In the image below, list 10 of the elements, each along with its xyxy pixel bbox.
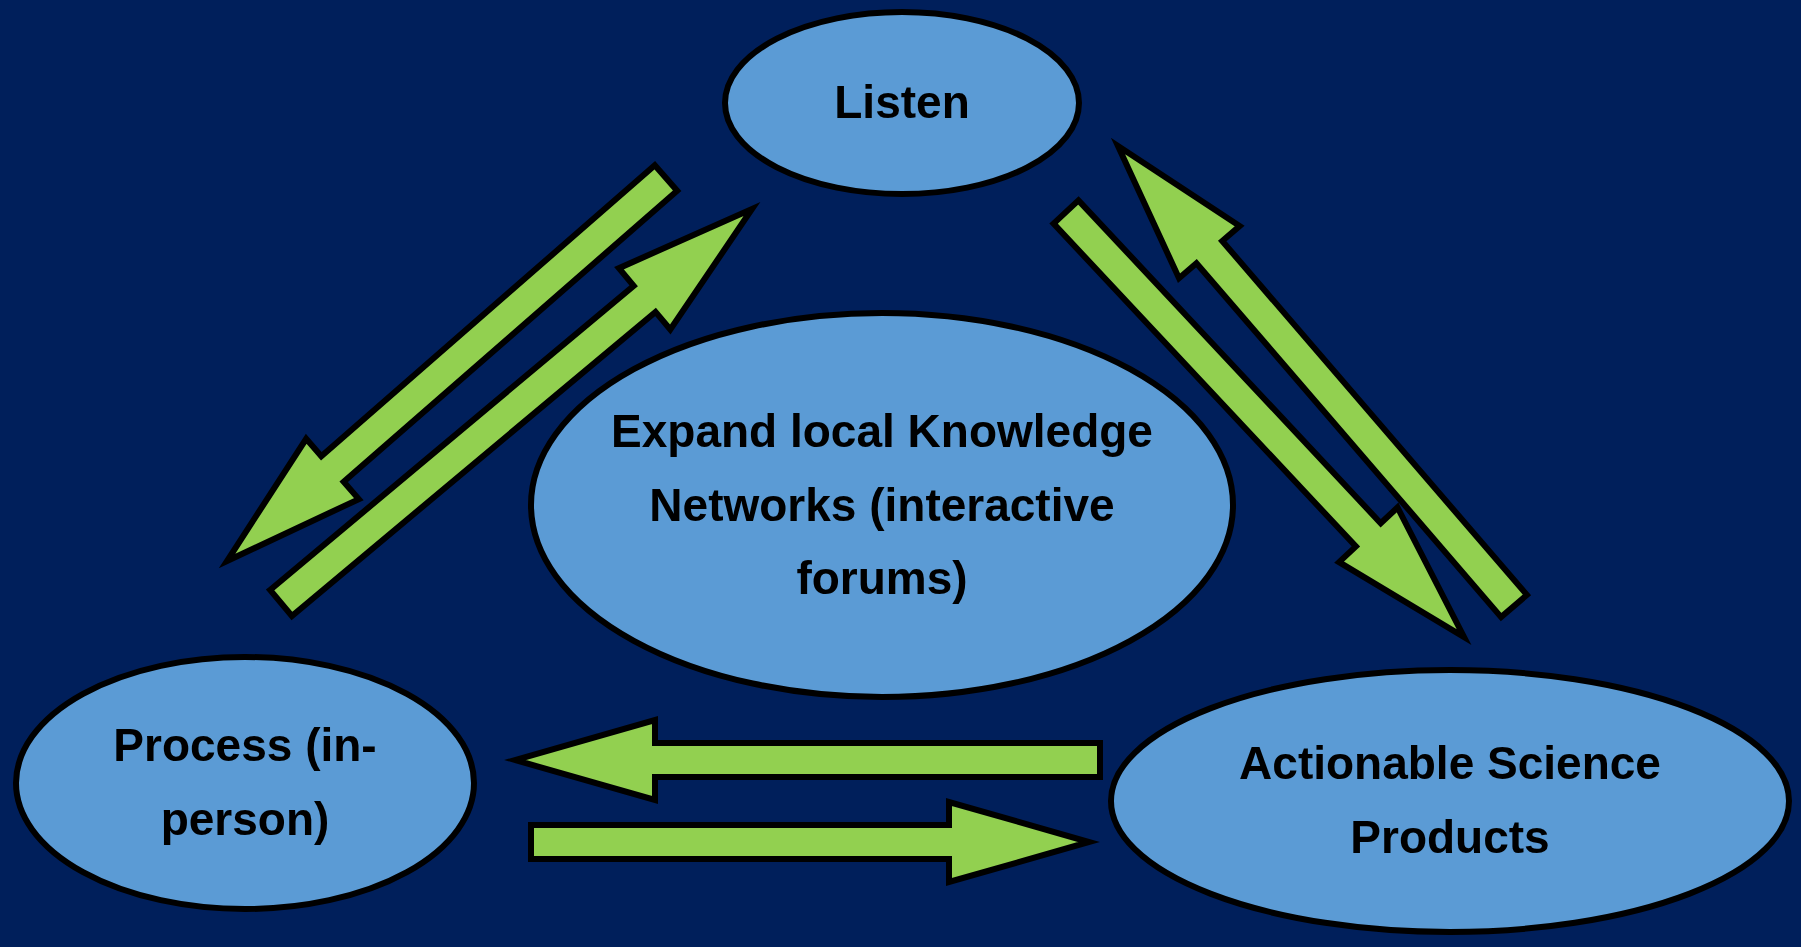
node-label: Listen <box>833 75 971 131</box>
block-arrow <box>528 798 1100 886</box>
node-label: Expand local Knowledge Networks (interactive forums) <box>610 403 1154 606</box>
block-arrow <box>504 716 1103 804</box>
block-arrow <box>1049 196 1472 645</box>
node-label: Actionable Science Products <box>1238 736 1662 865</box>
block-arrow <box>1110 137 1532 622</box>
block-arrow <box>218 160 682 569</box>
node-label: Process (in-person) <box>112 718 378 847</box>
block-arrow <box>265 202 761 621</box>
